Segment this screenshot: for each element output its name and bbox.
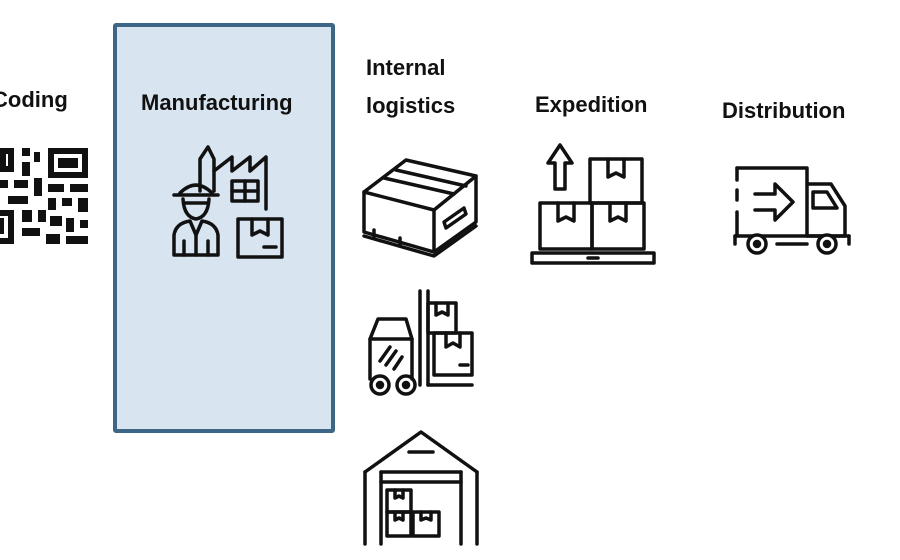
- qr-code-icon: [0, 148, 90, 248]
- internal-logistics-label-line2: logistics: [366, 93, 456, 118]
- delivery-truck-icon: [733, 164, 853, 259]
- factory-worker-icon: [166, 143, 286, 261]
- internal-logistics-label-line1: Internal: [366, 55, 446, 80]
- warehouse-icon: [361, 428, 481, 546]
- forklift-icon: [366, 289, 476, 399]
- cardboard-box-icon: [360, 152, 480, 262]
- manufacturing-highlight-box: [113, 23, 335, 433]
- expedition-label: Expedition: [535, 92, 648, 117]
- distribution-label: Distribution: [722, 98, 846, 123]
- stacked-boxes-arrow-icon: [530, 143, 660, 268]
- coding-label: Coding: [0, 87, 68, 112]
- manufacturing-label: Manufacturing: [141, 90, 293, 115]
